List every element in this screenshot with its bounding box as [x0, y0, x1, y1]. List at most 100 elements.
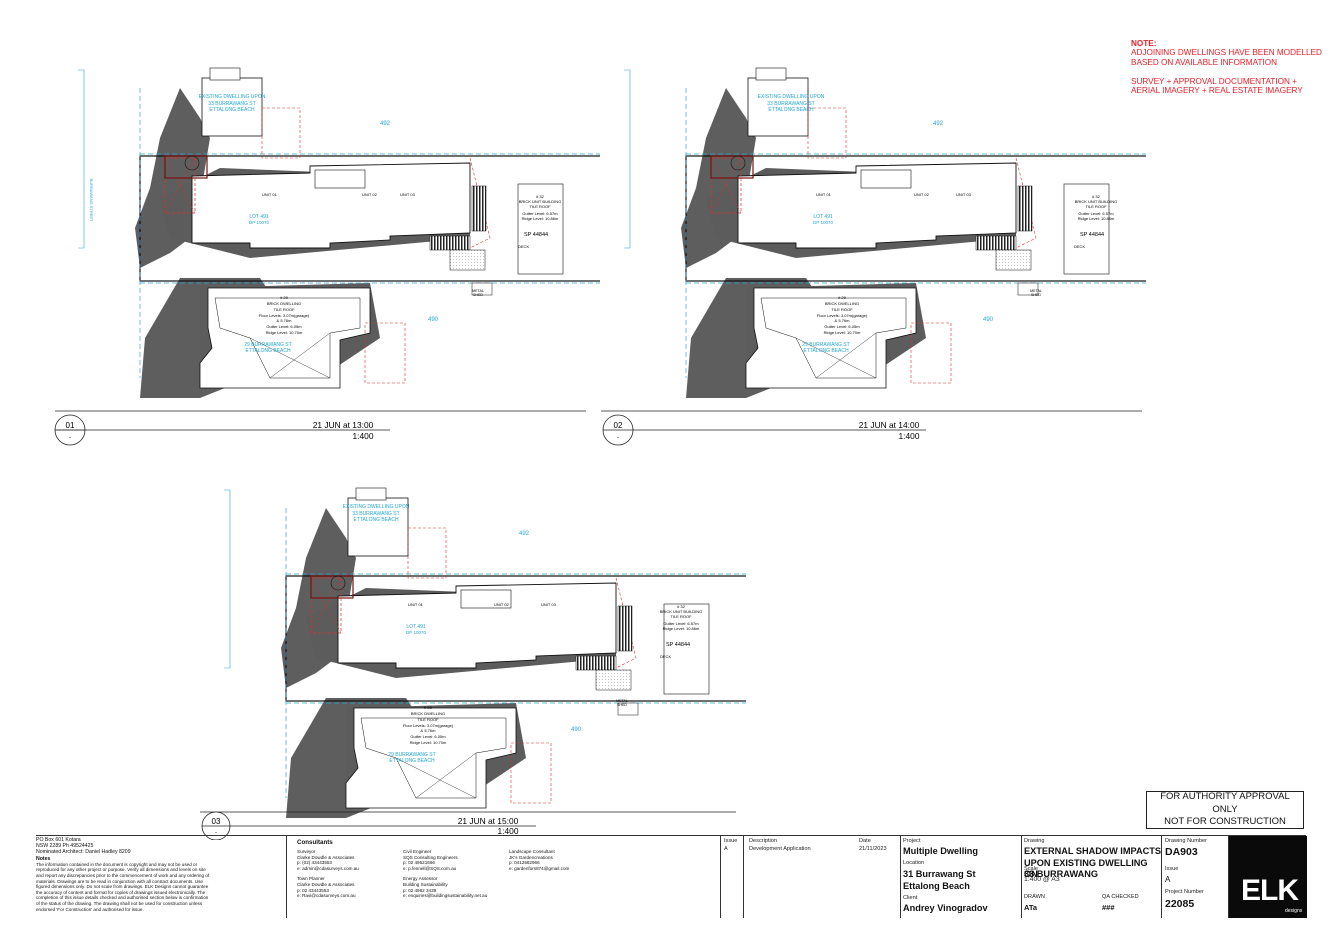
- drawn-label: DRAWN: [1024, 894, 1045, 900]
- logo-cell: ELK designs: [1228, 836, 1307, 918]
- v2-south1: # 29: [838, 295, 847, 300]
- project-number-value: 22085: [1165, 898, 1195, 910]
- surveyor-phone: p: (02) 43443553: [297, 860, 332, 866]
- issue-cell: Issue Description Date A Development App…: [720, 836, 901, 918]
- v2-metal1: METAL: [1030, 289, 1042, 293]
- v1-street: BURRAWANG STREET: [89, 178, 94, 222]
- v1-brick2: BRICK UNIT BUILDING: [519, 199, 562, 204]
- drawing-cell: Drawing EXTERNAL SHADOW IMPACTS UPON EXI…: [1021, 836, 1162, 918]
- firm-architect: Nominated Architect: Daniel Hadley 8209: [36, 849, 131, 856]
- landscape-email: e: gardenfors874@gmail.com: [509, 865, 570, 871]
- location-value2: Ettalong Beach: [903, 881, 970, 891]
- notes-line3: SURVEY + APPROVAL DOCUMENTATION +: [1131, 76, 1297, 86]
- v1-brick5: Ridge Level: 10.86m: [522, 216, 559, 221]
- v2-sp: SP 44844: [1080, 232, 1104, 238]
- v1-south-lot: 490: [428, 317, 439, 323]
- v2-north-house-2: 33 BURRAWANG ST: [767, 101, 814, 107]
- v1-lot-b: DP 10070: [249, 220, 269, 225]
- v2-south-lot: 490: [983, 317, 994, 323]
- v1-lot-a: LOT 491: [249, 214, 269, 220]
- v2-north-house-3: ETTALONG BEACH: [768, 107, 814, 113]
- notes-heading: NOTE: [1131, 39, 1154, 48]
- v2-south2: BRICK DWELLING: [825, 301, 859, 306]
- planner-email: e: Ravi@cdasurveys.com.au: [297, 893, 356, 899]
- authority-stamp: FOR AUTHORITY APPROVAL ONLY NOT FOR CONS…: [1146, 791, 1304, 829]
- v3-title: 21 JUN at 15:00: [458, 816, 519, 826]
- v2-brick1: # 32: [1092, 194, 1101, 199]
- v3-south6: Gutter Level: 6.05m: [410, 734, 446, 739]
- issue-head: Issue: [724, 838, 738, 844]
- elk-logo-sub: designs: [1285, 908, 1303, 914]
- v3-north-house-2: 33 BURRAWANG ST: [352, 511, 399, 517]
- v3-south5: & 5.76m: [421, 728, 437, 733]
- v1-title: 21 JUN at 13:00: [313, 420, 374, 430]
- view-03-plan: EXISTING DWELLING UPON 33 BURRAWANG ST E…: [200, 487, 746, 840]
- v1-south4: Floor Levels: 3.07m(garage): [259, 313, 310, 318]
- drawing-value1: EXTERNAL SHADOW IMPACTS: [1024, 846, 1161, 856]
- v1-number: 01: [66, 421, 75, 430]
- project-value: Multiple Dwelling: [903, 846, 979, 856]
- v3-south9: ETTALONG BEACH: [389, 758, 435, 764]
- v2-unit3: UNIT 03: [956, 192, 972, 197]
- v3-scale: 1:400: [498, 826, 519, 836]
- v2-scale: 1:400: [899, 431, 920, 441]
- civil-name: SQS Consulting Engineers: [403, 854, 458, 860]
- v3-south7: Ridge Level: 10.70m: [410, 740, 447, 745]
- qa-label: QA CHECKED: [1102, 894, 1139, 900]
- v3-south3: TILE ROOF: [417, 717, 439, 722]
- v3-brick1: # 32: [677, 604, 686, 609]
- drawing-number-label: Drawing Number: [1165, 838, 1207, 844]
- energy-role: Energy Assessor: [403, 876, 438, 882]
- v2-brick4: Gutter Level: 6.57m: [1078, 211, 1114, 216]
- v2-south9: ETTALONG BEACH: [803, 348, 849, 354]
- date-head: Date: [859, 838, 871, 844]
- v1-deck: DECK: [518, 244, 529, 249]
- landscape-name: JK's Gardencreations: [509, 854, 553, 860]
- v3-deck: DECK: [660, 654, 671, 659]
- v1-sp: SP 44844: [524, 232, 548, 238]
- v1-brick1: # 32: [536, 194, 545, 199]
- scale-label: Scale: [1024, 866, 1038, 872]
- issue-value: A: [1165, 875, 1171, 884]
- scale-value: 1:400 @ A3: [1024, 876, 1060, 883]
- v1-north-house-1: EXISTING DWELLING UPON: [199, 94, 266, 100]
- notes-title: Notes: [36, 855, 51, 862]
- svg-text:-: -: [215, 830, 217, 836]
- v2-south5: & 5.76m: [835, 318, 851, 323]
- v3-lot-b: DP 10070: [406, 630, 426, 635]
- v2-number: 02: [614, 421, 623, 430]
- drawn-value: ATa: [1024, 903, 1038, 912]
- v3-metal2: SHED: [617, 703, 627, 707]
- v3-brick5: Ridge Level: 10.86m: [663, 626, 700, 631]
- surveyor-email: e: admin@cdasurveys.com.au: [297, 865, 359, 871]
- v1-south6: Gutter Level: 6.05m: [266, 324, 302, 329]
- v1-south9: ETTALONG BEACH: [245, 348, 291, 354]
- civil-email: e: p.fennell@SQS.com.au: [403, 865, 457, 871]
- numbers-cell: Drawing Number DA903 Issue A Project Num…: [1161, 836, 1229, 918]
- elk-logo: ELK: [1241, 874, 1299, 907]
- issue-val: A: [724, 846, 728, 852]
- desc-val: Development Application: [749, 846, 811, 852]
- authority-line2: NOT FOR CONSTRUCTION: [1164, 816, 1286, 828]
- notes-line2: BASED ON AVAILABLE INFORMATION: [1131, 57, 1278, 67]
- v2-south7: Ridge Level: 10.70m: [824, 330, 861, 335]
- v1-south5: & 5.76m: [277, 318, 293, 323]
- svg-text:-: -: [69, 435, 71, 441]
- view-01-plan: EXISTING DWELLING UPON 33 BURRAWANG ST E…: [54, 67, 600, 446]
- v2-north-lot: 492: [933, 121, 944, 127]
- v2-brick2: BRICK UNIT BUILDING: [1075, 199, 1118, 204]
- v1-brick4: Gutter Level: 6.57m: [522, 211, 558, 216]
- planner-phone: p: 02 43443553: [297, 887, 329, 893]
- view-01: EXISTING DWELLING UPON 33 BURRAWANG ST E…: [0, 0, 600, 460]
- v2-lot-a: LOT 491: [813, 214, 833, 220]
- view-03: EXISTING DWELLING UPON 33 BURRAWANG ST E…: [146, 420, 746, 840]
- date-val: 21/11/2023: [859, 846, 887, 852]
- v3-lot-a: LOT 491: [406, 624, 426, 630]
- planner-name: Clarke Dowdle & Associates: [297, 881, 355, 887]
- civil-phone: p: 02 49521666: [403, 860, 435, 866]
- v3-brick2: BRICK UNIT BUILDING: [660, 609, 703, 614]
- v3-south1: # 29: [424, 705, 433, 710]
- v2-south8: 29 BURRAWANG ST: [802, 342, 849, 348]
- v1-north-house-2: 33 BURRAWANG ST: [208, 101, 255, 107]
- v2-south6: Gutter Level: 6.05m: [824, 324, 860, 329]
